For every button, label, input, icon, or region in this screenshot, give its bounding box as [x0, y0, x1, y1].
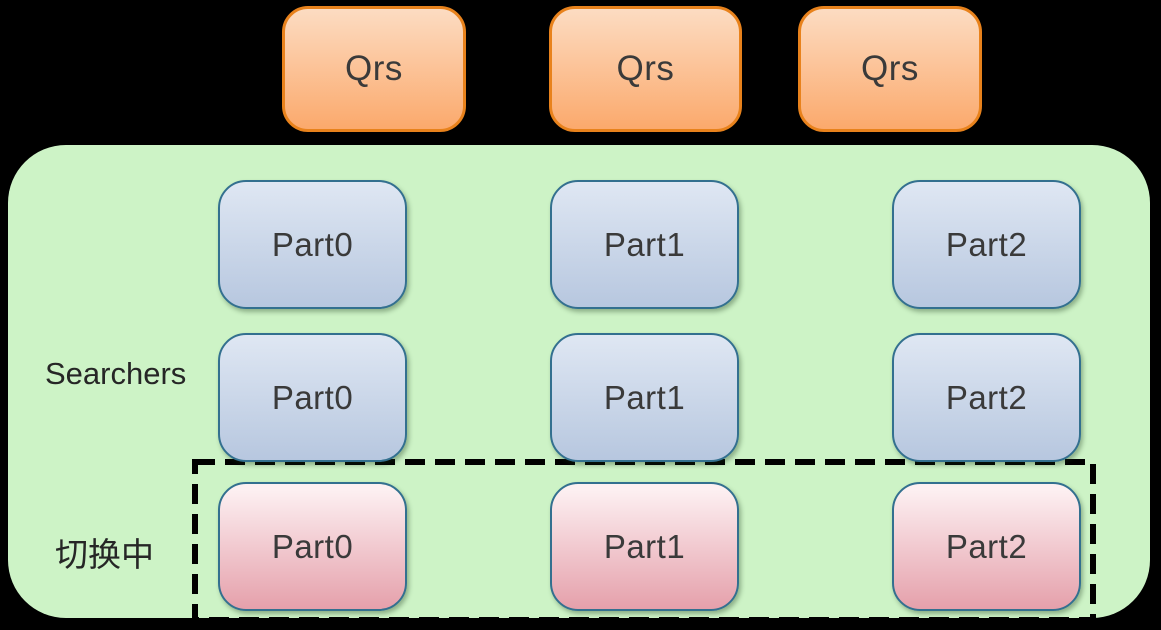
part-label: Part1 [603, 527, 686, 565]
switching-label: 切换中 [55, 536, 154, 573]
switching-row-part2: Part2 [892, 482, 1081, 611]
part-label: Part0 [271, 225, 354, 263]
switching-row-part0: Part0 [218, 482, 407, 611]
part-label: Part0 [271, 527, 354, 565]
switching-row-part1: Part1 [550, 482, 739, 611]
part-label: Part1 [603, 225, 686, 263]
searcher-row2-part0: Part0 [218, 333, 407, 462]
part-label: Part0 [271, 378, 354, 416]
qrs-node-3: Qrs [798, 6, 982, 132]
searchers-label: Searchers [45, 356, 187, 391]
qrs-node-1: Qrs [282, 6, 466, 132]
qrs-node-3-label: Qrs [861, 49, 919, 88]
part-label: Part2 [945, 225, 1028, 263]
searcher-row1-part1: Part1 [550, 180, 739, 309]
searcher-row2-part1: Part1 [550, 333, 739, 462]
part-label: Part1 [603, 378, 686, 416]
part-label: Part2 [945, 378, 1028, 416]
searcher-row2-part2: Part2 [892, 333, 1081, 462]
searcher-row1-part2: Part2 [892, 180, 1081, 309]
qrs-node-2-label: Qrs [616, 49, 675, 88]
part-label: Part2 [945, 527, 1028, 565]
qrs-node-1-label: Qrs [345, 49, 403, 88]
searcher-row1-part0: Part0 [218, 180, 407, 309]
qrs-node-2: Qrs [549, 6, 742, 132]
